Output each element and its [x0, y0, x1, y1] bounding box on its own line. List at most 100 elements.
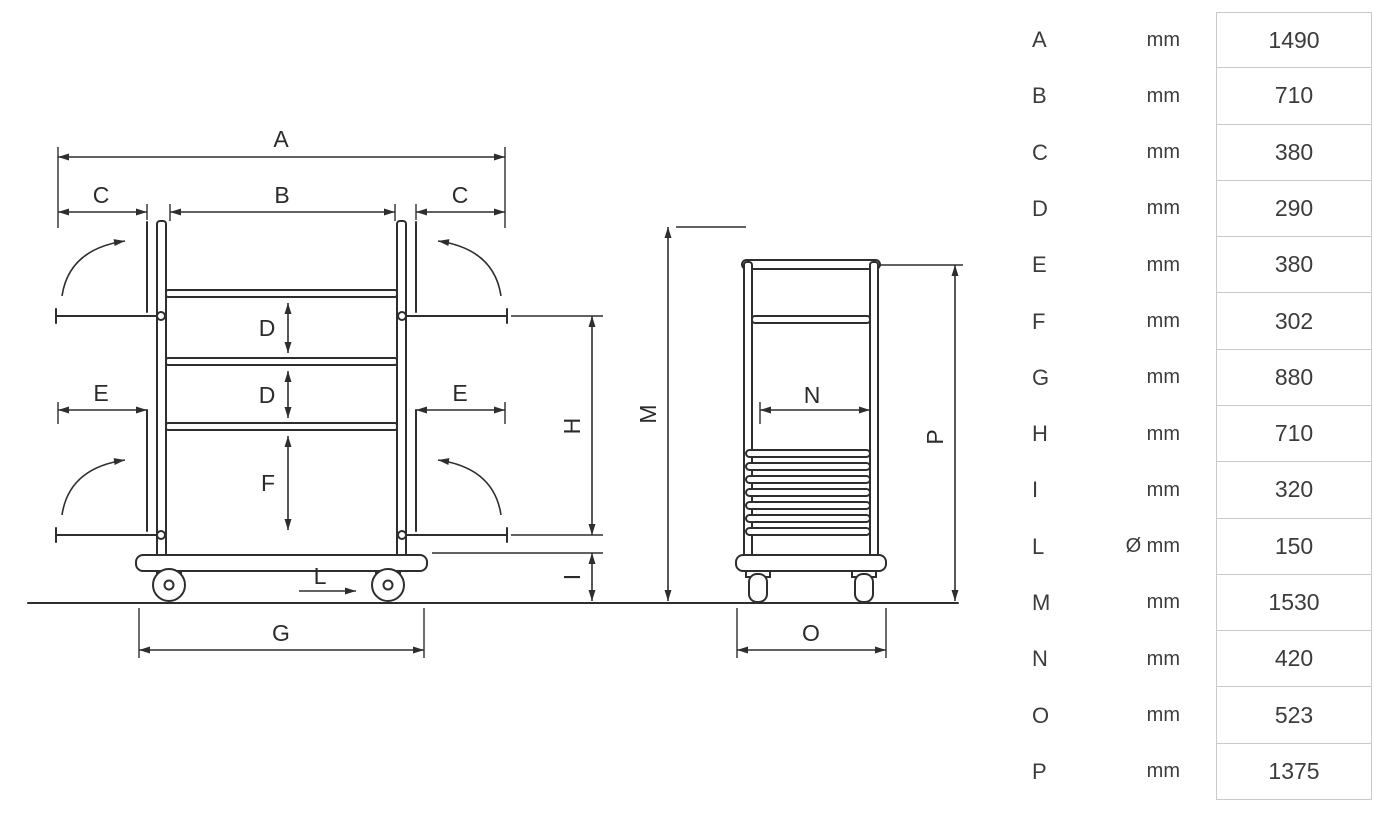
dimension-unit: mm — [1146, 422, 1180, 445]
table-row: O mm 523 — [1000, 687, 1372, 744]
label-E-left: E — [93, 380, 108, 406]
wheel-side-left — [748, 573, 768, 603]
table-row: M mm 1530 — [1000, 574, 1372, 632]
dimension-unit: mm — [1146, 760, 1180, 783]
dimension-unit: mm — [1146, 478, 1180, 501]
label-B: B — [274, 182, 289, 208]
front-right-post — [396, 220, 407, 558]
table-row: B mm 710 — [1000, 68, 1372, 125]
dimension-unit: mm — [1146, 84, 1180, 107]
label-F: F — [261, 470, 275, 496]
dimension-value: 150 — [1216, 518, 1372, 575]
table-row: A mm 1490 — [1000, 12, 1372, 69]
table-row: H mm 710 — [1000, 405, 1372, 463]
table-row: D mm 290 — [1000, 180, 1372, 238]
table-row: G mm 880 — [1000, 349, 1372, 406]
label-P: P — [922, 429, 948, 444]
dimension-letter: G — [1032, 364, 1050, 390]
dimension-value: 320 — [1216, 462, 1372, 519]
table-row: N mm 420 — [1000, 631, 1372, 688]
side-base-frame — [735, 554, 887, 572]
label-D-lower: D — [259, 382, 276, 408]
dimension-letter: N — [1032, 646, 1048, 672]
label-L: L — [314, 563, 327, 589]
dimension-value: 710 — [1216, 405, 1372, 463]
table-row: C mm 380 — [1000, 124, 1372, 181]
dimension-unit: mm — [1146, 197, 1180, 220]
label-C-left: C — [93, 182, 110, 208]
dimension-letter: F — [1032, 308, 1046, 334]
shelf-2 — [165, 357, 398, 366]
cart-diagram-svg: A C B C D D E E F G H I L M N O P — [27, 126, 963, 658]
dimension-unit: mm — [1146, 141, 1180, 164]
dimension-unit: Ø mm — [1125, 535, 1180, 558]
dimension-value: 380 — [1216, 237, 1372, 294]
side-right-post — [869, 261, 879, 559]
label-O: O — [802, 620, 820, 646]
dimension-letter: E — [1032, 252, 1047, 278]
dimension-value: 880 — [1216, 349, 1372, 406]
shelf-3 — [165, 422, 398, 431]
table-row: E mm 380 — [1000, 237, 1372, 294]
front-view — [55, 220, 508, 602]
dimension-value: 1375 — [1216, 743, 1372, 800]
front-left-post — [156, 220, 167, 558]
front-base-frame — [135, 554, 428, 572]
fold-arrow-bottom-right — [437, 458, 502, 516]
shelf-1 — [165, 289, 398, 298]
fold-arrow-bottom-left — [61, 458, 126, 516]
side-top-bar — [741, 259, 881, 270]
dimension-letter: B — [1032, 83, 1047, 109]
dimension-value: 302 — [1216, 293, 1372, 350]
dimension-letter: M — [1032, 589, 1051, 615]
label-D-upper: D — [259, 315, 276, 341]
dimension-letter: P — [1032, 758, 1047, 784]
table-row: P mm 1375 — [1000, 743, 1372, 800]
dimension-value: 1490 — [1216, 12, 1372, 69]
dimension-unit: mm — [1146, 28, 1180, 51]
dimension-value: 420 — [1216, 631, 1372, 688]
fold-arrow-top-left — [61, 239, 126, 297]
dimension-letter: A — [1032, 27, 1047, 53]
dimensions-table: A mm 1490 B mm 710 C mm 380 D mm 290 E m… — [1000, 12, 1372, 800]
side-shelf — [751, 315, 871, 324]
hinge-pivot — [397, 530, 407, 540]
side-view-dimensions — [664, 226, 963, 658]
label-I: I — [559, 574, 585, 580]
hinge-pivot — [156, 311, 166, 321]
dimension-letter: L — [1032, 533, 1045, 559]
dimension-labels: A C B C D D E E F G H I L M N O P — [93, 126, 948, 646]
hinge-pivot — [397, 311, 407, 321]
table-row: F mm 302 — [1000, 293, 1372, 350]
table-row: I mm 320 — [1000, 462, 1372, 519]
wheel-side-right — [854, 573, 874, 603]
technical-drawing: A C B C D D E E F G H I L M N O P — [27, 126, 963, 658]
dimension-value: 1530 — [1216, 574, 1372, 632]
dimension-unit: mm — [1146, 366, 1180, 389]
label-G: G — [272, 620, 290, 646]
dimension-unit: mm — [1146, 253, 1180, 276]
dimension-value: 710 — [1216, 68, 1372, 125]
dimension-unit: mm — [1146, 591, 1180, 614]
side-left-post — [743, 261, 753, 559]
front-view-dimensions — [57, 147, 603, 658]
dimension-unit: mm — [1146, 647, 1180, 670]
label-C-right: C — [452, 182, 469, 208]
dimension-letter: I — [1032, 477, 1039, 503]
label-M: M — [635, 404, 661, 423]
label-N: N — [804, 382, 821, 408]
dimension-letter: H — [1032, 421, 1048, 447]
dimension-letter: D — [1032, 195, 1048, 221]
dimension-letter: C — [1032, 139, 1048, 165]
label-A: A — [273, 126, 289, 152]
table-row: L Ø mm 150 — [1000, 518, 1372, 575]
dimension-value: 523 — [1216, 687, 1372, 744]
dimension-value: 290 — [1216, 180, 1372, 238]
stored-flap-slats — [745, 449, 871, 536]
label-E-right: E — [452, 380, 467, 406]
dimension-unit: mm — [1146, 310, 1180, 333]
label-H: H — [559, 418, 585, 435]
dimension-letter: O — [1032, 702, 1050, 728]
dimension-unit: mm — [1146, 704, 1180, 727]
